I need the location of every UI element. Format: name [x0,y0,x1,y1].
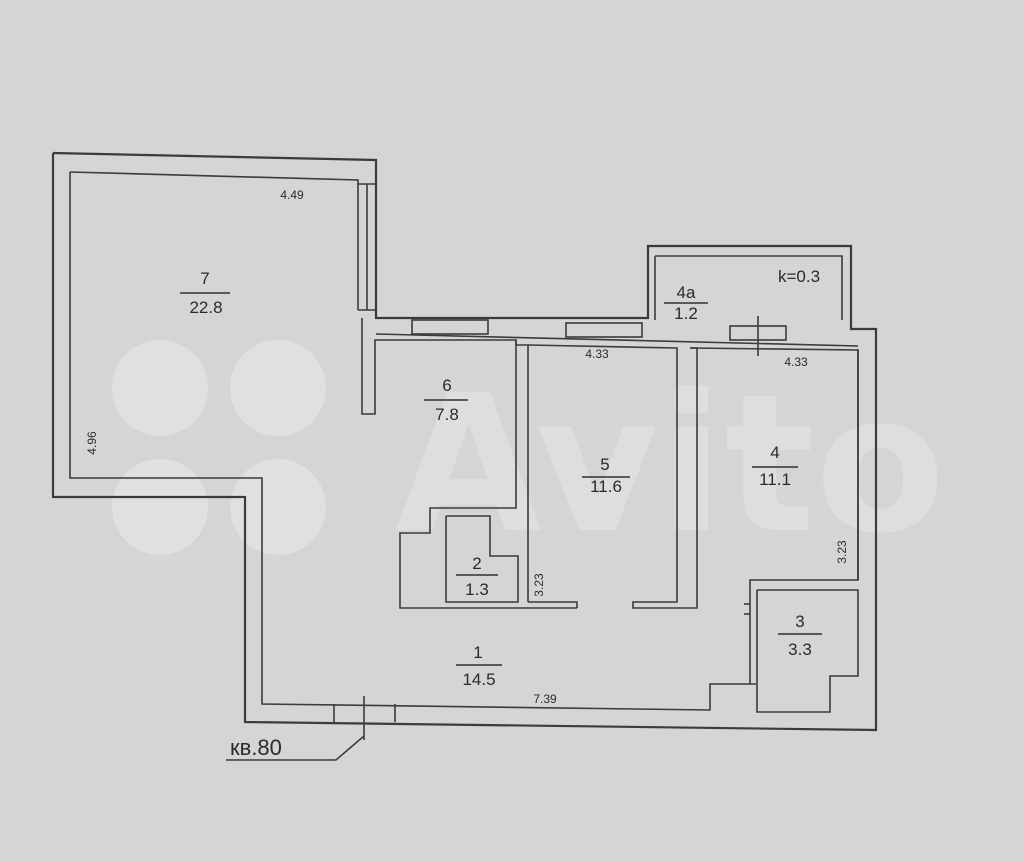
room-number: 4 [770,443,779,462]
room-number: 6 [442,376,451,395]
room-area: 7.8 [435,405,459,424]
room-area: 14.5 [462,670,495,689]
dimension-label: 4.33 [585,347,609,361]
room-area: 11.6 [590,477,622,496]
room-label-7: 7 22.8 [180,269,230,317]
room-area: 3.3 [788,640,812,659]
room-area: 22.8 [189,298,222,317]
room-area: 1.2 [674,304,698,323]
room-label-3: 3 3.3 [778,612,822,659]
dimension-label: 3.23 [835,540,849,564]
watermark: Avito [112,340,946,575]
room-label-1: 1 14.5 [456,643,502,689]
room-area: 11.1 [759,470,791,489]
room-label-4: 4 11.1 [752,443,798,489]
dimension-label: 4.96 [85,431,99,455]
room-label-2: 2 1.3 [456,554,498,599]
watermark-text: Avito [395,354,946,575]
room-label-4a: 4а 1.2 [664,283,708,323]
room-number: 7 [200,269,209,288]
room-label-5: 5 11.6 [582,455,630,496]
room-number: 4а [677,283,696,302]
apartment-label: кв.80 [230,735,282,760]
room-area: 1.3 [465,580,489,599]
walls [51,151,878,761]
room-label-6: 6 7.8 [424,376,468,424]
room-number: 3 [795,612,804,631]
room-number: 2 [472,554,481,573]
dimension-label: 4.33 [784,355,808,369]
dimension-label: 3.23 [532,573,546,597]
room-number: 5 [600,455,609,474]
dimension-label: 7.39 [533,692,557,706]
balcony-coefficient: k=0.3 [778,267,820,286]
room-number: 1 [473,643,482,662]
dimension-label: 4.49 [280,188,304,202]
